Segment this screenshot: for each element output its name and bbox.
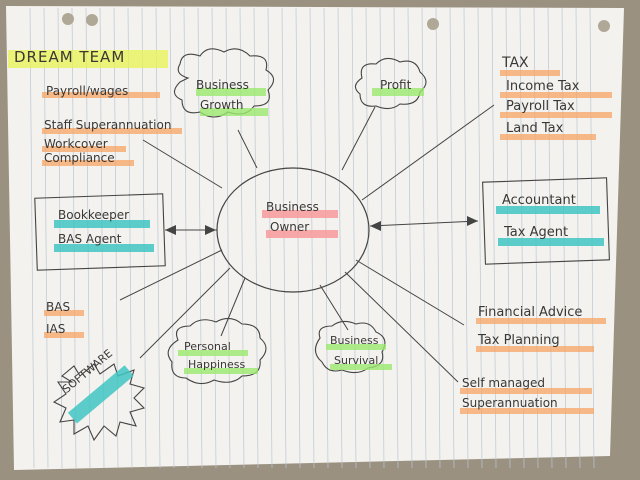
owner-circle [216, 167, 370, 293]
bookkeeper-box [34, 193, 166, 271]
tax-planning: Tax Planning [478, 333, 560, 348]
financial-advice: Financial Advice [478, 305, 583, 320]
business-growth-line1: Business [196, 78, 249, 92]
superannuation: Superannuation [462, 396, 558, 410]
bookkeeper-line1: Bookkeeper [58, 208, 130, 222]
bas-label: BAS [46, 300, 71, 314]
accountant-box [482, 177, 610, 265]
personal-happiness-cloud [167, 317, 267, 385]
tax-payroll: Payroll Tax [506, 99, 575, 114]
business-growth-cloud [173, 48, 275, 118]
highlights [8, 50, 612, 424]
business-growth-line2: Growth [200, 98, 244, 112]
self-managed: Self managed [462, 376, 545, 390]
personal-happiness-line1: Personal [184, 340, 231, 353]
arrowheads [165, 216, 478, 235]
business-survival-line1: Business [330, 334, 379, 347]
accountant-line2: Tax Agent [504, 225, 569, 240]
profit-label: Profit [380, 78, 412, 92]
tax-heading: TAX [502, 55, 529, 71]
left-item-super: Staff Superannuation [44, 118, 172, 132]
center-line2: Owner [270, 220, 310, 234]
left-item-workcover: Workcover [44, 137, 108, 151]
left-item-compliance: Compliance [44, 151, 115, 165]
punch-holes [62, 13, 610, 32]
left-item-payroll: Payroll/wages [46, 84, 129, 98]
business-survival-cloud [314, 320, 386, 374]
bookkeeper-line2: BAS Agent [58, 232, 122, 246]
personal-happiness-line2: Happiness [188, 358, 246, 371]
ias-label: IAS [46, 322, 66, 336]
tax-income: Income Tax [506, 79, 580, 94]
ruled-lines [29, 7, 595, 469]
connector-lines [119, 104, 495, 383]
business-survival-line2: Survival [334, 354, 379, 367]
center-line1: Business [266, 200, 319, 214]
dream-team-title: DREAM TEAM [14, 48, 126, 66]
accountant-line1: Accountant [502, 193, 576, 208]
tax-land: Land Tax [506, 121, 564, 136]
software-starburst [52, 363, 146, 442]
